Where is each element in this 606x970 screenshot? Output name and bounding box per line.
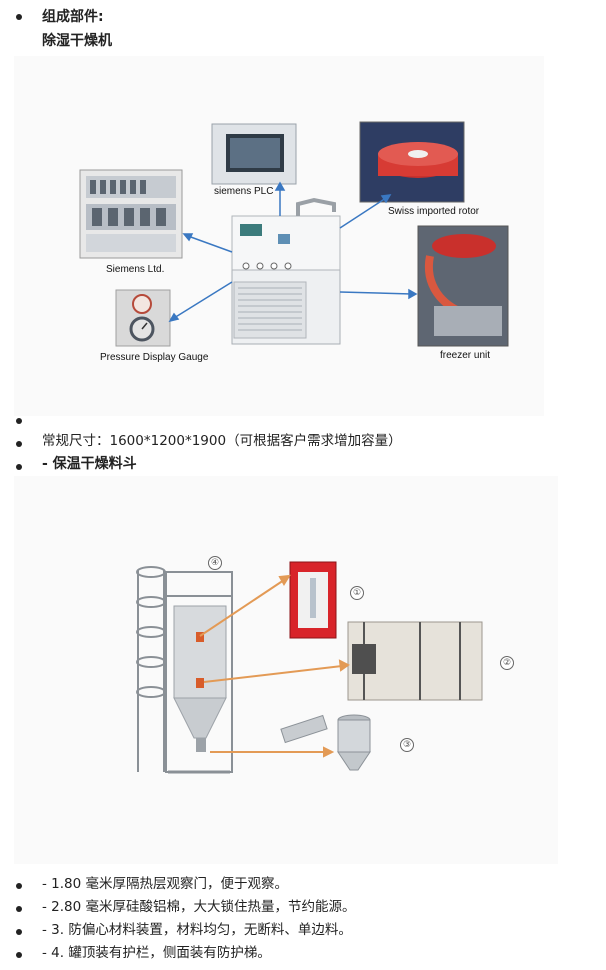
bullet-dot [16, 929, 22, 935]
bullet-dot [16, 418, 22, 424]
callout-number-4: ④ [208, 556, 222, 570]
freezer-unit-image [417, 225, 509, 347]
bullet-feature-4: - 4. 罐顶装有护栏，侧面装有防护梯。 [42, 945, 271, 961]
bullet-feature-2: - 2.80 毫米厚硅酸铝棉，大大锁住热量，节约能源。 [42, 899, 356, 915]
insulation-image [347, 621, 483, 701]
label-freezer-unit: freezer unit [440, 350, 491, 361]
bullet-dot [16, 14, 22, 20]
bullet-dot [16, 952, 22, 958]
bullet-dot [16, 906, 22, 912]
label-pressure-gauge: Pressure Display Gauge [100, 352, 209, 363]
pressure-gauge-image [115, 289, 171, 347]
bullet-feature-1: - 1.80 毫米厚隔热层观察门，便于观察。 [42, 876, 289, 892]
label-siemens-plc: siemens PLC [214, 186, 274, 197]
callout-number-1: ① [350, 586, 364, 600]
dryer-diagram [79, 121, 509, 347]
dryer-unit-image [231, 197, 341, 345]
label-swiss-rotor: Swiss imported rotor [388, 206, 480, 217]
callout-number-3: ③ [400, 738, 414, 752]
hopper-diagram [136, 561, 483, 774]
hopper-figure: ① ② ③ ④ [14, 476, 558, 864]
section-heading: 组成部件: [42, 9, 104, 25]
siemens-cabinet-image [79, 169, 183, 259]
hopper-image [136, 566, 233, 774]
anti-eccentric-device-image [280, 714, 371, 771]
swiss-rotor-image [359, 121, 465, 203]
bullet-feature-3: - 3. 防偏心材料装置，材料均匀，无断料、单边料。 [42, 922, 352, 938]
callout-number-2: ② [500, 656, 514, 670]
label-siemens-ltd: Siemens Ltd. [106, 264, 165, 275]
bullet-dot [16, 464, 22, 470]
section-subheading: 除湿干燥机 [42, 33, 112, 49]
bullet-hopper-title: - 保温干燥料斗 [42, 456, 137, 472]
bullet-standard-size: 常规尺寸：1600*1200*1900（可根据客户需求增加容量） [42, 433, 402, 449]
siemens-plc-image [211, 123, 297, 185]
dryer-components-figure: siemens PLC Swiss imported rotor Siemens… [14, 56, 544, 416]
bullet-dot [16, 441, 22, 447]
bullet-dot [16, 883, 22, 889]
sight-door-image [289, 561, 337, 639]
